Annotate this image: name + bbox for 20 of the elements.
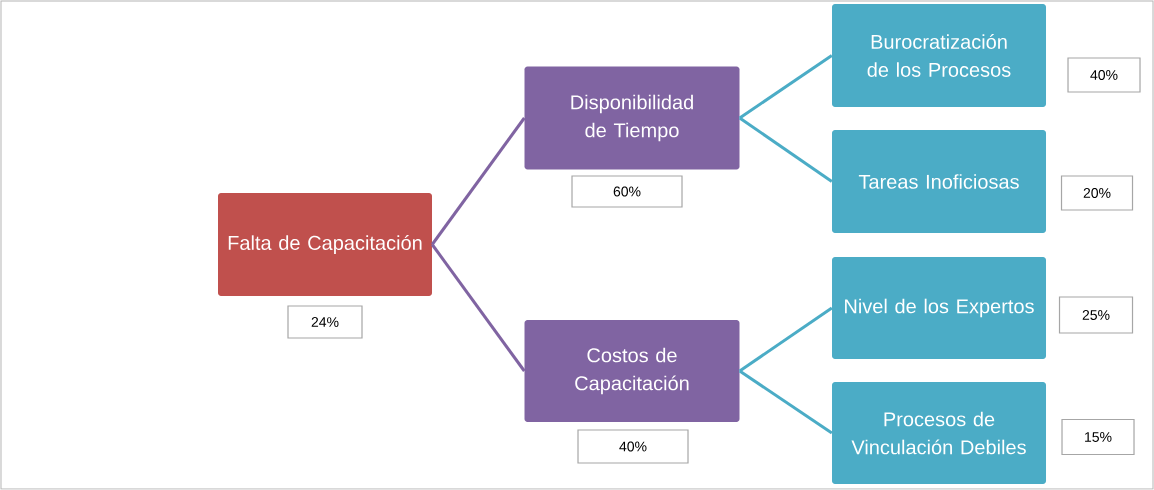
- category-box: Costos de Capacitación: [524, 320, 740, 422]
- category-box: Nivel de los Expertos: [832, 257, 1046, 359]
- percentage-box: 60%: [571, 175, 683, 208]
- category-box: Procesos de Vinculación Debiles: [832, 382, 1046, 484]
- connector-line: [738, 54, 833, 120]
- connector-line: [738, 306, 833, 373]
- connector-line: [431, 117, 526, 246]
- category-box: Burocratización de los Procesos: [832, 4, 1046, 107]
- percentage-box: 24%: [287, 305, 363, 339]
- connector-line: [431, 243, 526, 372]
- percentage-box: 40%: [577, 429, 689, 464]
- percentage-box: 20%: [1060, 175, 1134, 211]
- percentage-box: 25%: [1058, 296, 1134, 334]
- connector-line: [738, 116, 833, 183]
- connector-line: [738, 369, 833, 435]
- category-box: Falta de Capacitación: [218, 193, 432, 296]
- category-box: Disponibilidad de Tiempo: [524, 66, 740, 170]
- percentage-box: 15%: [1061, 418, 1135, 456]
- category-box: Tareas Inoficiosas: [832, 130, 1046, 233]
- percentage-box: 40%: [1067, 57, 1141, 93]
